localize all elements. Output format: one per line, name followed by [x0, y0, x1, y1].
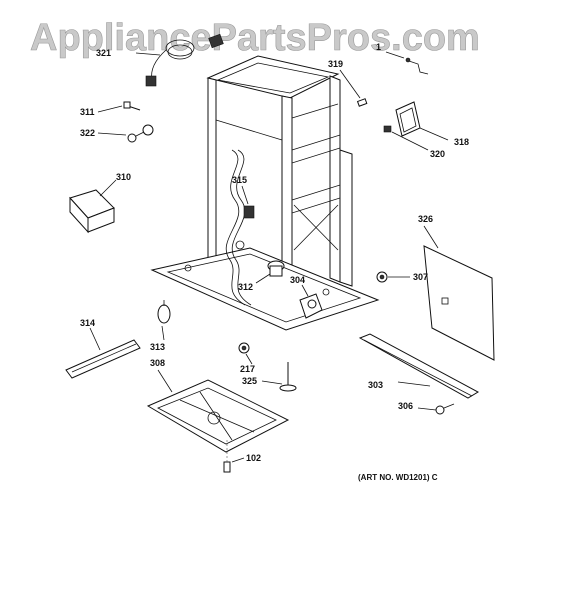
part-313-wheel: 313 [150, 300, 171, 352]
part-307-nut: 307 [376, 271, 428, 283]
part-304-valve: 304 [290, 275, 323, 319]
part-306-screw: 306 [398, 401, 455, 415]
part-319-screw: 319 [328, 59, 368, 107]
part-310-cover: 310 [69, 172, 131, 234]
part-326-panel: 326 [418, 214, 495, 361]
part-315-connector: 315 [232, 175, 255, 219]
callout-311: 311 [80, 107, 95, 117]
callout-307: 307 [413, 272, 428, 282]
part-308-drip-pan: 308 [146, 358, 290, 453]
part-322-grommet: 322 [80, 124, 154, 143]
part-1-clip: 1 [376, 42, 429, 75]
callout-306: 306 [398, 401, 413, 411]
part-325-leveling-leg: 325 [242, 362, 297, 392]
callout-325: 325 [242, 376, 257, 386]
art-number: (ART NO. WD1201) C [358, 473, 438, 482]
callout-217: 217 [240, 364, 255, 374]
callout-315: 315 [232, 175, 247, 185]
part-303-rail: 303 [358, 333, 480, 399]
callout-303: 303 [368, 380, 383, 390]
part-217-nut: 217 [238, 342, 255, 374]
callout-321: 321 [96, 48, 111, 58]
callout-304: 304 [290, 275, 305, 285]
frame-assembly [150, 55, 380, 331]
callout-102: 102 [246, 453, 261, 463]
callout-314: 314 [80, 318, 95, 328]
callout-318: 318 [454, 137, 469, 147]
callout-319: 319 [328, 59, 343, 69]
watermark-text: AppliancePartsPros.com [30, 17, 480, 59]
part-102-screw: 102 [223, 440, 261, 473]
callout-308: 308 [150, 358, 165, 368]
callout-326: 326 [418, 214, 433, 224]
part-321-wire-harness: 321 [96, 33, 224, 87]
callout-310: 310 [116, 172, 131, 182]
part-318-latch-bracket: 318 320 [383, 101, 469, 159]
part-312-fitting: 312 [238, 260, 285, 292]
callout-1: 1 [376, 42, 381, 52]
callout-322: 322 [80, 128, 95, 138]
callout-320: 320 [430, 149, 445, 159]
callout-312: 312 [238, 282, 253, 292]
part-314-strip: 314 [65, 318, 141, 379]
part-311-screw: 311 [80, 101, 141, 117]
callout-313: 313 [150, 342, 165, 352]
